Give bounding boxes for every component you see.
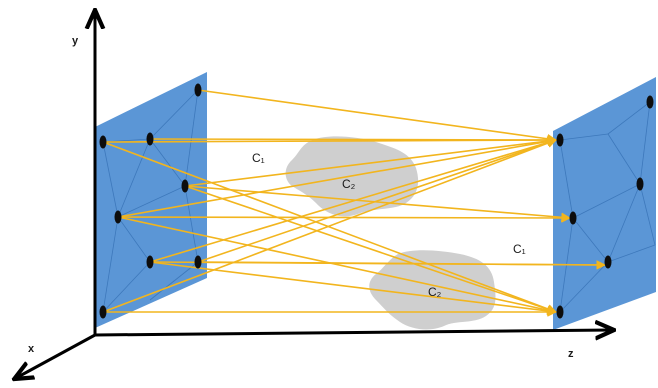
node: [194, 83, 202, 97]
right-panel-mesh: [559, 101, 656, 313]
x-axis: [16, 333, 96, 378]
ray: [117, 216, 557, 315]
left-panel-mesh: [102, 89, 199, 313]
ray: [149, 261, 557, 316]
ray: [149, 137, 557, 263]
node: [146, 132, 154, 146]
node: [194, 255, 202, 269]
node: [114, 210, 122, 224]
rays: [102, 89, 606, 317]
ray: [197, 260, 606, 270]
ray: [184, 136, 557, 187]
ray: [117, 213, 571, 223]
ray: [197, 138, 557, 263]
node: [99, 135, 107, 149]
axes: [16, 12, 612, 378]
c2-upper-label: C₂: [342, 177, 356, 191]
lower-cloud: [369, 250, 496, 330]
z-axis: [94, 330, 612, 335]
c2-lower-label: C₂: [428, 285, 442, 299]
node: [569, 211, 577, 225]
ray: [184, 185, 557, 314]
ray: [149, 135, 557, 145]
node: [646, 95, 654, 109]
ray: [102, 141, 557, 314]
left-panel: [95, 72, 207, 328]
c1-lower-label: C₁: [513, 242, 526, 256]
ray: [117, 136, 557, 218]
ray: [102, 138, 557, 313]
node: [556, 305, 564, 319]
right-panel-nodes: [556, 95, 654, 319]
c1-upper-label: C₁: [252, 151, 265, 165]
node: [556, 133, 564, 147]
x-axis-label: x: [28, 343, 35, 355]
node: [604, 255, 612, 269]
node: [99, 305, 107, 319]
ray: [184, 185, 571, 223]
node: [146, 255, 154, 269]
right-panel: [553, 77, 656, 330]
y-axis-label: y: [72, 35, 79, 47]
left-panel-plane: [95, 72, 207, 328]
ray: [197, 89, 557, 144]
right-panel-plane: [553, 77, 656, 330]
node: [636, 177, 644, 191]
z-axis-label: z: [568, 348, 574, 360]
node: [181, 179, 189, 193]
left-panel-nodes: [99, 83, 202, 319]
